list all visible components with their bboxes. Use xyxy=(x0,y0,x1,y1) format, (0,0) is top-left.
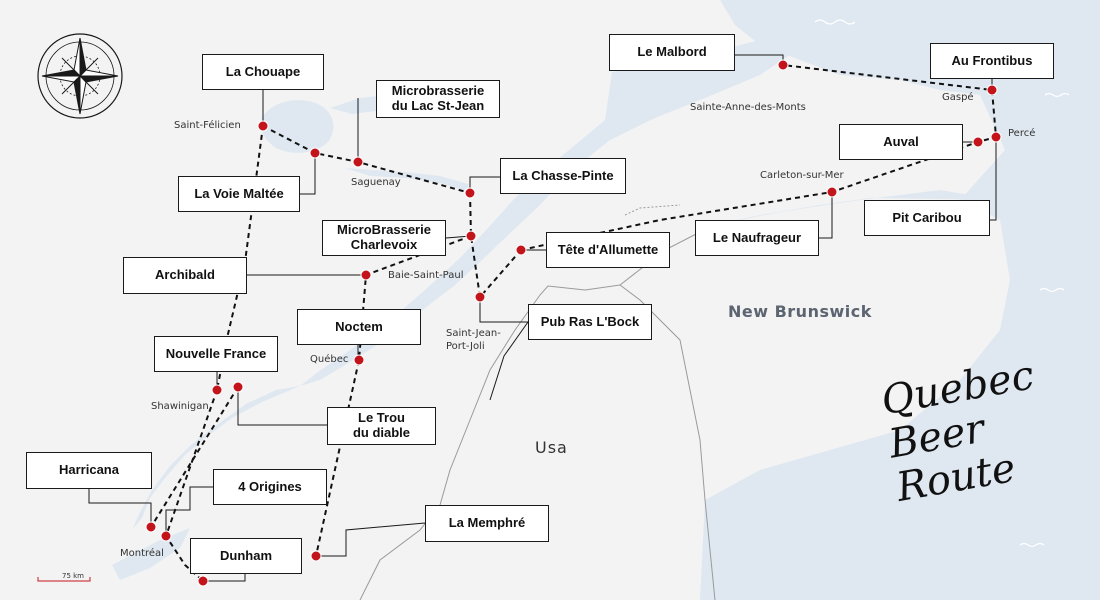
place-saguenay: Saguenay xyxy=(351,177,401,188)
label-le-malbord[interactable]: Le Malbord xyxy=(609,34,735,71)
region-new-brunswick: New Brunswick xyxy=(728,302,872,321)
lac-saint-jean xyxy=(260,100,334,153)
place-quebec: Québec xyxy=(310,354,349,365)
place-shawinigan: Shawinigan xyxy=(151,401,209,412)
scale-bar-label: 75 km xyxy=(62,572,85,580)
label-4-origines[interactable]: 4 Origines xyxy=(213,469,327,505)
stop-dot xyxy=(257,120,269,132)
label-noctem[interactable]: Noctem xyxy=(297,309,421,345)
scale-bar xyxy=(37,577,91,582)
label-au-frontibus[interactable]: Au Frontibus xyxy=(930,43,1054,79)
label-le-trou-du-diable[interactable]: Le Trou du diable xyxy=(327,407,436,445)
stop-dot xyxy=(465,230,477,242)
stop-dot xyxy=(353,354,365,366)
label-le-naufrageur[interactable]: Le Naufrageur xyxy=(695,220,819,256)
stop-dot xyxy=(197,575,209,587)
country-usa: Usa xyxy=(535,438,568,457)
stop-dot xyxy=(232,381,244,393)
stop-dot xyxy=(352,156,364,168)
stop-dot xyxy=(310,550,322,562)
label-la-memphre[interactable]: La Memphré xyxy=(425,505,549,542)
place-perce: Percé xyxy=(1008,128,1036,139)
place-montreal: Montréal xyxy=(120,548,164,559)
stop-dot xyxy=(360,269,372,281)
water-areas xyxy=(112,0,1100,600)
stop-dot xyxy=(145,521,157,533)
gaspe-border xyxy=(624,204,681,216)
stop-dot xyxy=(160,530,172,542)
stop-dot xyxy=(990,131,1002,143)
place-sainte-anne-des-monts: Sainte-Anne-des-Monts xyxy=(690,102,806,113)
label-auval[interactable]: Auval xyxy=(839,124,963,160)
stop-dot xyxy=(309,147,321,159)
stop-dot xyxy=(515,244,527,256)
label-harricana[interactable]: Harricana xyxy=(26,452,152,489)
compass-rose-icon xyxy=(37,33,123,119)
stop-dot xyxy=(211,384,223,396)
wave-icons xyxy=(814,19,1070,548)
route-charlevoix xyxy=(469,192,522,300)
label-nouvelle-france[interactable]: Nouvelle France xyxy=(154,336,278,372)
place-gaspe: Gaspé xyxy=(942,92,974,103)
label-tete-dallumette[interactable]: Tête d'Allumette xyxy=(546,232,670,268)
label-microbrasserie-du-lac-st-jean[interactable]: Microbrasserie du Lac St-Jean xyxy=(376,80,500,118)
saguenay-fjord xyxy=(345,168,470,192)
label-microbrasserie-charlevoix[interactable]: MicroBrasserie Charlevoix xyxy=(322,220,446,256)
place-carleton-sur-mer: Carleton-sur-Mer xyxy=(760,170,844,181)
label-archibald[interactable]: Archibald xyxy=(123,257,247,294)
place-baie-saint-paul: Baie-Saint-Paul xyxy=(388,270,464,281)
place-saint-felicien: Saint-Félicien xyxy=(174,120,241,131)
montreal-lake xyxy=(112,528,190,580)
stop-dot xyxy=(777,59,789,71)
place-saint-jean-port-joli: Saint-Jean- Port-Joli xyxy=(446,328,501,352)
route-saguenay xyxy=(262,125,471,194)
stop-dot xyxy=(826,186,838,198)
stop-dot xyxy=(464,187,476,199)
stop-dot xyxy=(474,291,486,303)
label-pub-ras-lbock[interactable]: Pub Ras L'Bock xyxy=(528,304,652,340)
label-la-chasse-pinte[interactable]: La Chasse-Pinte xyxy=(500,158,626,194)
label-dunham[interactable]: Dunham xyxy=(190,538,302,574)
brewery-stops xyxy=(145,59,1002,587)
stop-dot xyxy=(986,84,998,96)
gulf-of-st-lawrence xyxy=(700,0,1100,600)
st-lawrence-estuary xyxy=(300,40,790,386)
label-la-voie-maltee[interactable]: La Voie Maltée xyxy=(178,176,300,212)
label-pit-caribou[interactable]: Pit Caribou xyxy=(864,200,990,236)
label-la-chouape[interactable]: La Chouape xyxy=(202,54,324,90)
route-north-west xyxy=(216,125,264,391)
stop-dot xyxy=(972,136,984,148)
